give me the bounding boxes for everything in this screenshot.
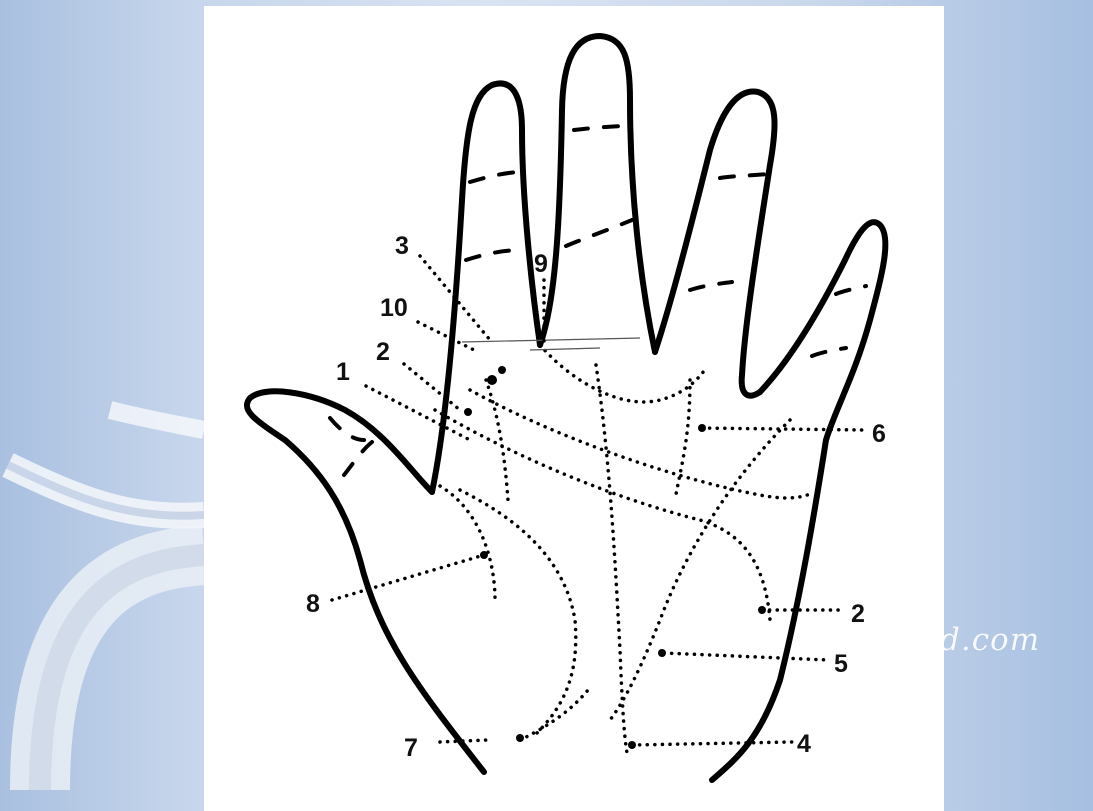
head-line — [435, 410, 770, 620]
label-2-right: 2 — [851, 600, 865, 628]
health-line — [610, 420, 790, 720]
palm-diagram-panel: 1 2 2 3 4 5 6 7 8 9 10 — [204, 6, 944, 811]
label-2-left: 2 — [376, 338, 390, 366]
label-3: 3 — [395, 232, 409, 260]
label-9: 9 — [534, 250, 548, 278]
sun-line — [675, 380, 690, 500]
little-finger-outline — [712, 222, 885, 780]
palm-lines — [435, 338, 810, 758]
ring-finger-outline — [655, 92, 775, 396]
heart-line — [470, 390, 810, 498]
palm-lines-diagram: 1 2 2 3 4 5 6 7 8 9 10 — [204, 6, 944, 811]
travel-line — [520, 690, 588, 740]
finger-joint-marks — [330, 126, 866, 475]
label-10: 10 — [380, 294, 408, 322]
life-line — [460, 490, 576, 735]
hand-outline — [247, 36, 886, 780]
label-4: 4 — [797, 730, 811, 758]
index-finger-outline — [432, 83, 540, 492]
watermark-text: d.com — [940, 622, 1040, 658]
girdle-line — [540, 345, 705, 402]
label-8: 8 — [306, 590, 320, 618]
label-6: 6 — [872, 420, 886, 448]
label-5: 5 — [834, 650, 848, 678]
middle-finger-outline — [540, 36, 655, 352]
label-7: 7 — [404, 734, 418, 762]
label-1: 1 — [336, 358, 350, 386]
